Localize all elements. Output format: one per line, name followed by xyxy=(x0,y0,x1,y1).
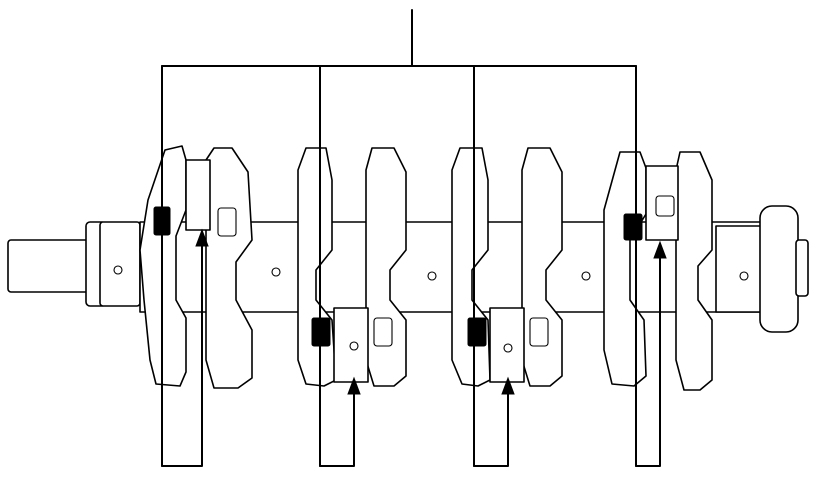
mark-3 xyxy=(467,317,487,347)
arrow-up-icon xyxy=(195,228,209,247)
rear-main-journal xyxy=(715,225,765,313)
arrow-up-icon xyxy=(653,240,667,259)
oil-hole xyxy=(503,343,513,353)
callout-line xyxy=(161,239,203,467)
top-bracket xyxy=(161,9,637,467)
oil-hole xyxy=(739,271,749,281)
callout-line xyxy=(635,251,661,467)
crank-pin-3 xyxy=(489,307,525,383)
web-pocket xyxy=(373,317,393,347)
crank-pin-4 xyxy=(645,165,679,241)
web-pocket xyxy=(529,317,549,347)
callout-3 xyxy=(473,376,515,467)
crank-pin-1 xyxy=(185,159,211,231)
oil-hole xyxy=(427,271,437,281)
callout-line xyxy=(319,387,355,467)
front-main-journal xyxy=(99,221,141,307)
callout-2 xyxy=(319,376,361,467)
callout-1 xyxy=(161,228,209,467)
web-pocket xyxy=(655,195,675,217)
front-snout xyxy=(7,239,95,293)
oil-hole xyxy=(581,271,591,281)
crank-web-4 xyxy=(675,151,713,391)
rear-flange-lip xyxy=(795,239,809,297)
callout-line xyxy=(473,387,509,467)
rear-flange xyxy=(759,205,799,333)
oil-hole xyxy=(271,267,281,277)
web-pocket xyxy=(217,207,237,237)
crank-web-1 xyxy=(205,147,253,389)
mark-4 xyxy=(623,213,643,241)
arrow-up-icon xyxy=(347,376,361,395)
bottom-callouts xyxy=(161,228,667,467)
crankshaft xyxy=(7,145,809,391)
oil-hole xyxy=(349,341,359,351)
callout-4 xyxy=(635,240,667,467)
oil-hole xyxy=(113,265,123,275)
arrow-up-icon xyxy=(501,376,515,395)
